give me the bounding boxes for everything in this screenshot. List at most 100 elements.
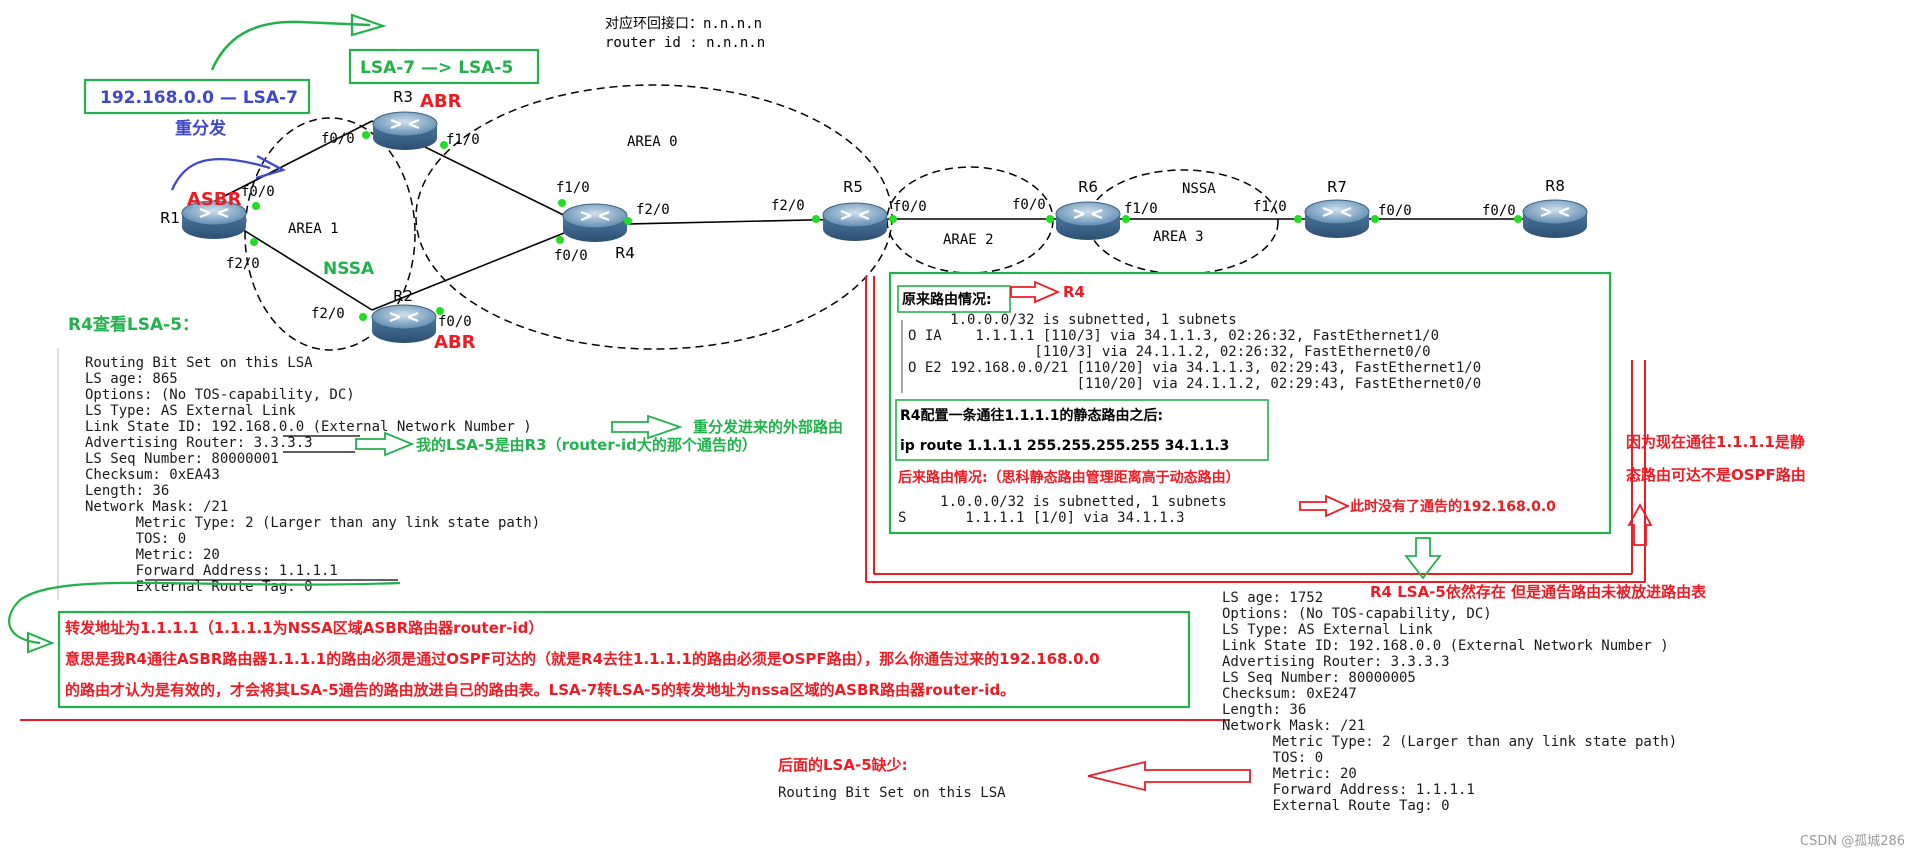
lsa-right-line: Length: 36 (1222, 702, 1306, 718)
if-r1-f20: f2/0 (226, 256, 260, 272)
lsa-left-line: LS Type: AS External Link (85, 403, 296, 419)
orig-route-line: [110/3] via 24.1.1.2, 02:26:32, FastEthe… (908, 344, 1431, 360)
label-r5: R5 (843, 178, 863, 196)
arrow-r4 (1010, 280, 1061, 304)
lsa-right-line: Link State ID: 192.168.0.0 (External Net… (1222, 638, 1669, 654)
router-r3 (371, 110, 439, 152)
after-route-line: S 1.1.1.1 [1/0] via 34.1.1.3 (898, 510, 1185, 526)
lsa-left-line: Routing Bit Set on this LSA (85, 355, 313, 371)
green-curve-head (27, 631, 55, 654)
if-r7-f00: f0/0 (1378, 203, 1412, 219)
if-r6-f00: f0/0 (1012, 197, 1046, 213)
router-r6 (1054, 200, 1122, 242)
static-route-command: ip route 1.1.1.1 255.255.255.255 34.1.1.… (900, 438, 1229, 454)
lsa-right-line: LS Seq Number: 80000005 (1222, 670, 1416, 686)
static-reason-line-1: 因为现在通往1.1.1.1是静 (1626, 433, 1805, 451)
blue-curve-arrow (170, 157, 271, 191)
orig-route-label: 原来路由情况: (902, 291, 992, 308)
orig-route-line: [110/20] via 24.1.1.2, 02:29:43, FastEth… (908, 376, 1481, 392)
lsa-right-line: LS Type: AS External Link (1222, 622, 1433, 638)
area1-label: AREA 1 (288, 221, 339, 237)
lsa-right-line: Metric Type: 2 (Larger than any link sta… (1222, 734, 1677, 750)
static-reason-line-2: 态路由可达不是OSPF路由 (1626, 466, 1806, 484)
missing-line: Routing Bit Set on this LSA (778, 785, 1006, 801)
lsa-convert-label: LSA-7 —> LSA-5 (360, 58, 513, 78)
router-r8 (1521, 198, 1589, 240)
label-asbr: ASBR (187, 189, 242, 210)
orig-route-line: O E2 192.168.0.0/21 [110/20] via 34.1.1.… (908, 360, 1481, 376)
if-r3-f10: f1/0 (446, 132, 480, 148)
lsa-left-line: Network Mask: /21 (85, 499, 228, 515)
label-r4: R4 (615, 244, 635, 262)
explanation-line-3: 的路由才认为是有效的，才会将其LSA-5通告的路由放进自己的路由表。LSA-7转… (65, 681, 1015, 699)
explanation-line-1: 转发地址为1.1.1.1（1.1.1.1为NSSA区域ASBR路由器router… (65, 619, 543, 637)
arrow-after-note (1299, 494, 1351, 518)
router-r5 (821, 201, 889, 243)
if-r5-f00: f0/0 (893, 199, 927, 215)
orig-label-box (897, 285, 1011, 313)
green-down-arrow (1404, 537, 1442, 580)
explanation-line-2: 意思是我R4通往ASBR路由器1.1.1.1的路由必须是通过OSPF可达的（就是… (65, 650, 1100, 668)
missing-label: 后面的LSA-5缺少: (778, 756, 908, 774)
label-r1: R1 (160, 209, 180, 227)
red-left-arrow (1087, 760, 1251, 792)
label-r3: R3 (393, 88, 413, 106)
lsa-left-line: External Route Tag: 0 (85, 579, 313, 595)
nssa-left-label: NSSA (323, 259, 375, 279)
lsa5-exists-note: R4 LSA-5依然存在 但是通告路由未被放进路由表 (1370, 583, 1707, 601)
note-advertising-router: 我的LSA-5是由R3（router-id大的那个通告的） (416, 436, 757, 454)
lsa-right-line: Network Mask: /21 (1222, 718, 1365, 734)
label-r7: R7 (1327, 178, 1347, 196)
if-r2-f00: f0/0 (438, 314, 472, 330)
if-r3-f00: f0/0 (321, 131, 355, 147)
lsa-left-line: Metric Type: 2 (Larger than any link sta… (85, 515, 540, 531)
label-r2: R2 (393, 287, 413, 305)
router-r7 (1303, 198, 1371, 240)
lsa-left-line: TOS: 0 (85, 531, 186, 547)
green-curve-arrow (210, 20, 371, 71)
lsa7-box (83, 78, 311, 115)
nssa-top-label: NSSA (1182, 181, 1216, 197)
after-route-line: 1.0.0.0/32 is subnetted, 1 subnets (898, 494, 1227, 510)
lsa-left-line: Options: (No TOS-capability, DC) (85, 387, 355, 403)
if-r2-f20: f2/0 (311, 306, 345, 322)
if-r5-f20: f2/0 (771, 198, 805, 214)
lsa-right-line: LS age: 1752 (1222, 590, 1323, 606)
label-abr-r3: ABR (420, 91, 462, 112)
if-r4-f10: f1/0 (556, 180, 590, 196)
orig-route-line: O IA 1.1.1.1 [110/3] via 34.1.1.3, 02:26… (908, 328, 1439, 344)
lsa-left-line: LS age: 865 (85, 371, 178, 387)
red-up-arrow (1627, 503, 1653, 546)
r4-tag: R4 (1063, 283, 1085, 301)
orig-route-line: 1.0.0.0/32 is subnetted, 1 subnets (908, 312, 1237, 328)
green-curve-left (8, 581, 401, 645)
router-r2 (370, 303, 438, 345)
lsa-right-line: TOS: 0 (1222, 750, 1323, 766)
label-abr-r2: ABR (434, 332, 476, 353)
if-r4-f20: f2/0 (636, 202, 670, 218)
if-r7-f10: f1/0 (1253, 199, 1287, 215)
label-r8: R8 (1545, 177, 1565, 195)
lsa-right-line: Advertising Router: 3.3.3.3 (1222, 654, 1450, 670)
note-external-route: 重分发进来的外部路由 (693, 418, 843, 436)
lsa-right-line: Metric: 20 (1222, 766, 1357, 782)
if-r1-f00: f0/0 (241, 184, 275, 200)
if-r8-f00: f0/0 (1482, 203, 1516, 219)
area2-label: ARAE 2 (943, 232, 994, 248)
lsa-left-line: Length: 36 (85, 483, 169, 499)
redistribute-label: 重分发 (175, 118, 227, 139)
lsa-left-output: Routing Bit Set on this LSA LS age: 865 … (85, 355, 540, 595)
lsa-left-line: LS Seq Number: 80000001 (85, 451, 279, 467)
watermark: CSDN @孤城286 (1800, 834, 1905, 849)
lsa-convert-box (348, 48, 540, 85)
lsa-left-line: Advertising Router: 3.3.3.3 (85, 435, 313, 451)
after-route-note: 此时没有了通告的192.168.0.0 (1350, 498, 1556, 515)
lsa-left-line: Link State ID: 192.168.0.0 (External Net… (85, 419, 532, 435)
lsa-left-line: Checksum: 0xEA43 (85, 467, 220, 483)
green-arrowhead (350, 13, 387, 37)
lsa-left-line: Forward Address: 1.1.1.1 (85, 563, 338, 579)
lsa-left-line: Metric: 20 (85, 547, 220, 563)
static-route-box (895, 399, 1269, 461)
lsa-right-line: Options: (No TOS-capability, DC) (1222, 606, 1492, 622)
lsa7-box-label: 192.168.0.0 — LSA-7 (100, 88, 298, 108)
